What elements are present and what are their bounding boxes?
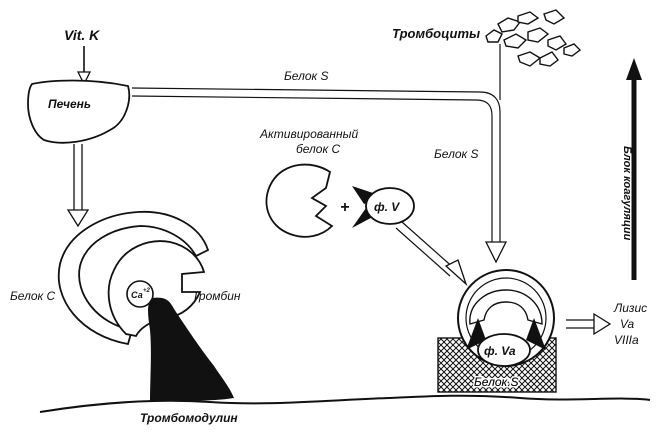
va-wedge-right bbox=[526, 318, 546, 350]
fv-to-va-arrow-b bbox=[395, 227, 451, 277]
factor-v-shape bbox=[365, 187, 415, 225]
protein-s-top-label: Белок S bbox=[284, 69, 329, 83]
lysis-viiia-label: VIIIa bbox=[614, 333, 639, 347]
lysis-va-label: Va bbox=[620, 317, 635, 331]
thrombomodulin-shape bbox=[148, 297, 234, 402]
protein-c-arc bbox=[57, 211, 210, 346]
protein-s-path-arrowhead bbox=[484, 241, 508, 264]
coagulation-block-arrowhead bbox=[626, 58, 642, 80]
vitk-arrowhead bbox=[76, 71, 92, 86]
protein-s-path-inner bbox=[131, 95, 493, 244]
protein-s-path-outer bbox=[131, 87, 501, 244]
va-inner-apc-shape bbox=[469, 289, 543, 325]
liver-label: Печень bbox=[48, 97, 91, 111]
protein-c-label: Белок С bbox=[10, 289, 56, 303]
vit-k-label: Vit. K bbox=[64, 27, 100, 43]
fv-to-va-arrowhead bbox=[444, 259, 468, 287]
thrombomodulin-label: Тромбомодулин bbox=[140, 411, 238, 425]
calcium-ion bbox=[126, 280, 154, 308]
platelets-cluster bbox=[485, 9, 582, 67]
protein-s-right-label: Белок S bbox=[434, 147, 479, 161]
fv-to-va-arrow-a bbox=[401, 221, 457, 271]
activated-protein-c-label-1: Активированный bbox=[259, 127, 358, 141]
thrombin-label: Тромбин bbox=[192, 289, 241, 303]
factor-va-shape bbox=[477, 333, 531, 367]
factor-v-label: ф. V bbox=[374, 200, 400, 214]
lysis-arrowhead bbox=[593, 312, 612, 336]
protein-s-bottom-label: Белок S bbox=[474, 375, 519, 389]
liver-down-arrowhead bbox=[66, 209, 90, 228]
plus-sign: + bbox=[340, 199, 349, 216]
lysis-label: Лизис bbox=[613, 301, 647, 315]
platelets-label: Тромбоциты bbox=[392, 26, 480, 41]
factor-v-wedge-top bbox=[352, 186, 382, 204]
activated-protein-c-label-2: белок С bbox=[296, 142, 340, 156]
activated-protein-c-shape bbox=[265, 163, 334, 238]
protein-s-bottom-label-ink: Белок S bbox=[474, 375, 519, 389]
liver-shape bbox=[27, 79, 131, 144]
calcium-label: Са bbox=[131, 290, 143, 300]
coagulation-block-label: Блок коагуляции bbox=[621, 146, 633, 241]
factor-va-label: ф. Va bbox=[484, 344, 516, 358]
calcium-charge-label: +2 bbox=[143, 288, 151, 294]
vessel-wall-line bbox=[39, 394, 651, 413]
